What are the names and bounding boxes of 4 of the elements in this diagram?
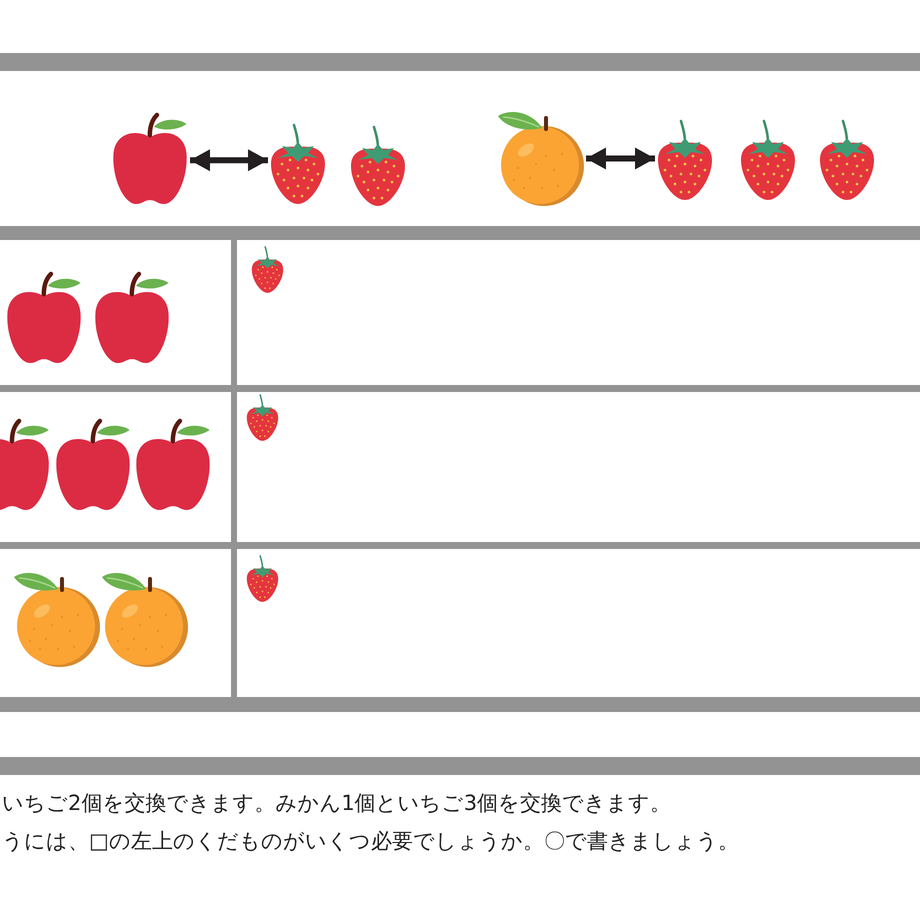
- double-arrow: [586, 148, 655, 170]
- instruction-text: うには、□の左上のくだものがいくつ必要でしょうか。〇で書きましょう。: [2, 828, 739, 855]
- double-arrow: [190, 149, 268, 172]
- instruction-text: いちご2個を交換できます。みかん1個といちご3個を交換できます。: [2, 790, 672, 817]
